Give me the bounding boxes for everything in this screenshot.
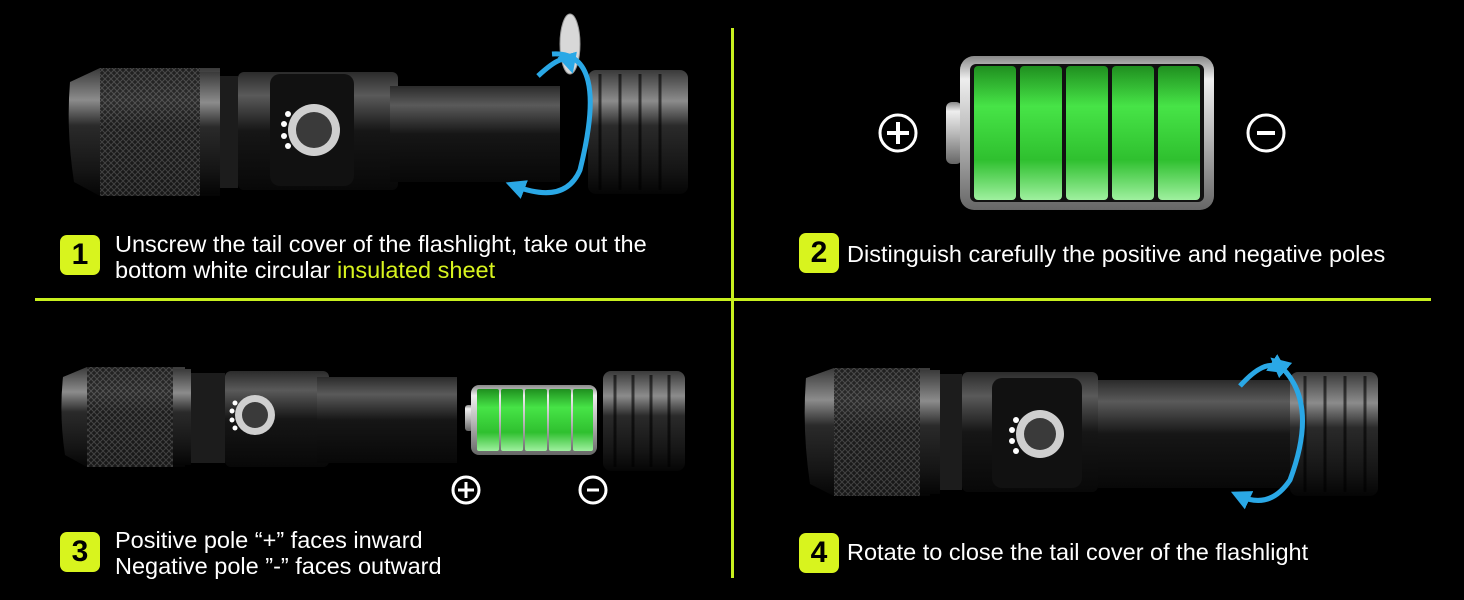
step-3-badge: 3 [60,532,100,572]
step-2-caption: Distinguish carefully the positive and n… [847,241,1386,267]
step-1-line2: bottom white circular insulated sheet [115,257,647,283]
step-1-line1: Unscrew the tail cover of the flashlight… [115,231,647,257]
step-1-line2-prefix: bottom white circular [115,257,338,283]
plus-icon [878,113,918,153]
step-3-line1: Positive pole “+” faces inward [115,527,423,553]
horizontal-divider [35,298,1431,301]
step-4-caption: Rotate to close the tail cover of the fl… [847,539,1309,565]
flashlight-closed-illustration [804,354,1378,510]
minus-icon [1246,113,1286,153]
vertical-divider [731,28,734,578]
step-1-highlight: insulated sheet [337,257,496,283]
step-2-badge: 2 [799,233,839,273]
step-3-caption: Positive pole “+” faces inward Negative … [115,527,442,579]
step-4-badge: 4 [799,533,839,573]
battery-illustration [878,56,1286,210]
step-1-badge: 1 [60,235,100,275]
flashlight-open-illustration [68,13,688,199]
step-1-caption: Unscrew the tail cover of the flashlight… [115,231,647,283]
battery-insert-illustration [61,367,685,505]
step-3-line2: Negative pole ”-” faces outward [115,553,442,579]
